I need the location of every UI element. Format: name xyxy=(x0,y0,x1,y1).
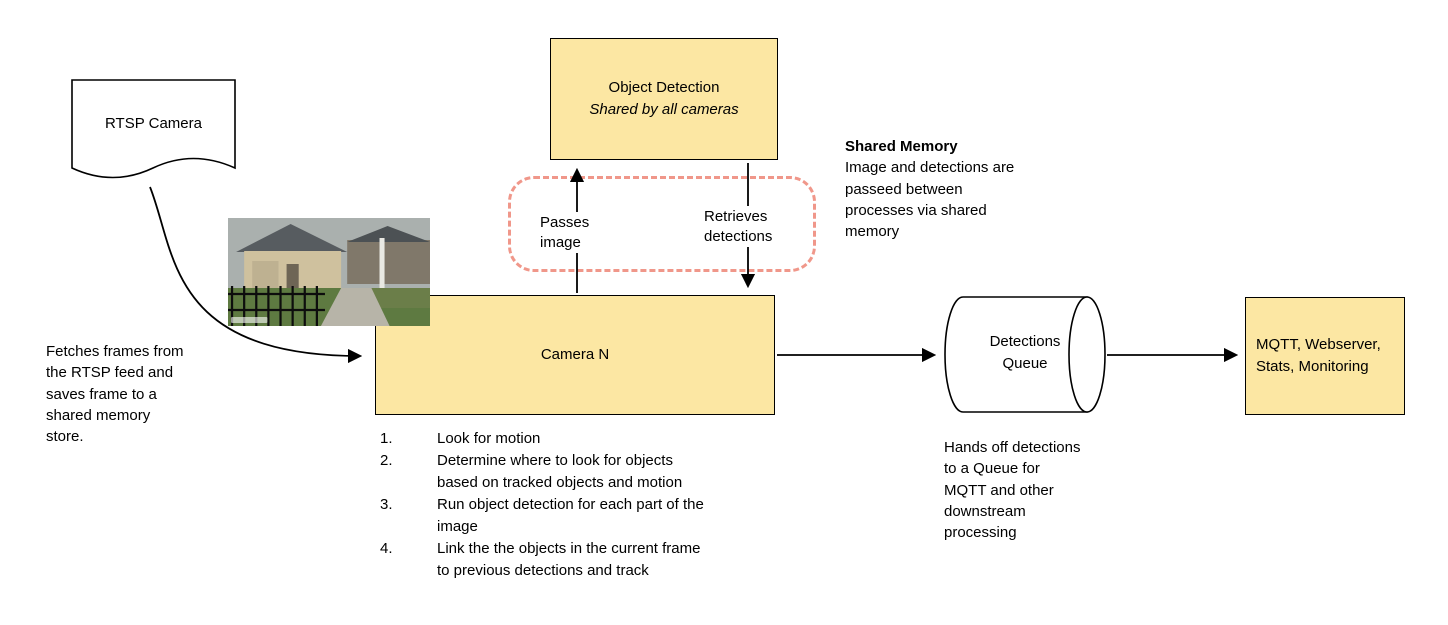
rtsp-document-shape xyxy=(71,79,236,179)
queue-note-line: MQTT and other xyxy=(944,481,1054,499)
step-number: 4. xyxy=(380,540,393,557)
output-box: MQTT, Webserver, Stats, Monitoring xyxy=(1245,297,1405,415)
shared-memory-note: Shared Memory Image and detections are p… xyxy=(845,136,1057,242)
fetch-frames-note-line: the RTSP feed and xyxy=(46,364,174,382)
queue-note-line: downstream xyxy=(944,502,1026,520)
fetch-frames-note-line: Fetches frames from xyxy=(46,343,184,360)
fetch-frames-note-line: shared memory xyxy=(46,406,151,424)
shared-memory-note-line: processes via shared xyxy=(845,201,987,219)
fetch-frames-note-line: saves frame to a xyxy=(46,385,157,403)
queue-note-line: processing xyxy=(944,524,1017,542)
shared-memory-note-line: passeed between xyxy=(845,180,963,198)
step-text: image xyxy=(437,518,478,535)
shared-memory-note-line: Image and detections are xyxy=(845,159,1015,177)
step-number: 2. xyxy=(380,452,393,469)
list-item: 1. Look for motion xyxy=(380,428,704,450)
rtsp-camera-label: RTSP Camera xyxy=(105,115,202,132)
queue-note-line: to a Queue for xyxy=(944,460,1040,478)
list-item: 4. Link the the objects in the current f… xyxy=(380,538,704,582)
step-text: to previous detections and track xyxy=(437,562,649,579)
passes-image-label: Passes image xyxy=(538,212,602,253)
object-detection-title: Object Detection xyxy=(608,79,720,97)
output-box-label: MQTT, Webserver, Stats, Monitoring xyxy=(1256,336,1381,375)
queue-note-line: Hands off detections xyxy=(944,439,1081,456)
shared-memory-region xyxy=(508,176,816,272)
shared-memory-note-title: Shared Memory xyxy=(845,138,958,155)
camera-snapshot-image xyxy=(228,218,430,326)
camera-n-label: Camera N xyxy=(540,346,610,364)
list-item: 2. Determine where to look for objects b… xyxy=(380,450,704,494)
object-detection-subtitle: Shared by all cameras xyxy=(589,101,739,118)
queue-note: Hands off detections to a Queue for MQTT… xyxy=(944,437,1124,543)
step-text: based on tracked objects and motion xyxy=(437,474,683,491)
retrieves-detections-label: Retrieves detections xyxy=(702,206,792,247)
step-number: 3. xyxy=(380,496,393,513)
step-number: 1. xyxy=(380,430,393,447)
fetch-frames-note-line: store. xyxy=(46,428,84,446)
camera-n-box: Camera N xyxy=(375,295,775,415)
detections-queue-label: Detections Queue xyxy=(989,333,1061,372)
fetch-frames-note: Fetches frames from the RTSP feed and sa… xyxy=(46,341,206,447)
camera-steps-list: 1. Look for motion 2. Determine where to… xyxy=(380,428,704,582)
detections-queue-cylinder xyxy=(944,296,1106,413)
step-text: Look for motion xyxy=(437,430,541,447)
step-text: Run object detection for each part of th… xyxy=(437,496,704,513)
object-detection-box: Object Detection Shared by all cameras xyxy=(550,38,778,160)
fetch-frames-arrow xyxy=(149,186,363,364)
step-text: Determine where to look for objects xyxy=(437,452,673,469)
shared-memory-note-line: memory xyxy=(845,223,900,241)
list-item: 3. Run object detection for each part of… xyxy=(380,494,704,538)
step-text: Link the the objects in the current fram… xyxy=(437,540,701,557)
